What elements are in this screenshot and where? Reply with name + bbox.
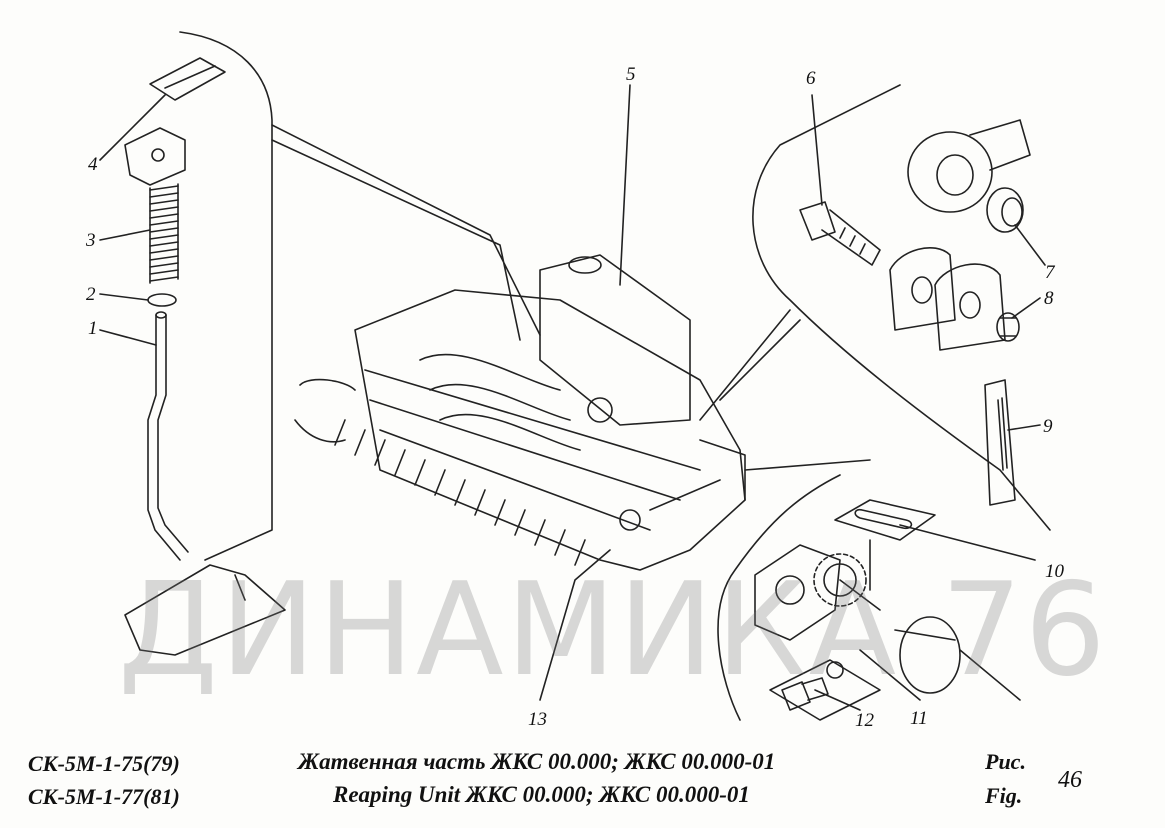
callout-6: 6: [806, 68, 816, 89]
callout-11: 11: [910, 708, 928, 729]
lower-right-outline: [717, 474, 841, 721]
hub-top: [907, 119, 1031, 213]
part-10-key: [834, 499, 936, 591]
callout-9-leader: [1007, 424, 1041, 431]
callout-2: 2: [86, 284, 96, 305]
watermark-text: ДИНАМИКА 76: [118, 556, 1108, 705]
model-line-2: СК-5М-1-77(81): [28, 784, 180, 809]
figure-number: 46: [1058, 767, 1082, 793]
right-detail-outline: [752, 84, 1051, 531]
sprocket-assembly: [754, 544, 881, 641]
lower-right-leader: [744, 459, 871, 471]
callout-10: 10: [1045, 561, 1065, 582]
callout-6-leader: [811, 94, 823, 206]
model-line-1: СК-5М-1-75(79): [28, 751, 180, 776]
part-9-cotter-pin: [984, 379, 1016, 506]
callout-2-leader: [99, 293, 149, 301]
callout-8: 8: [1044, 288, 1054, 309]
part-11-joint: [826, 616, 1021, 701]
part-8-castle-nut: [996, 312, 1020, 342]
callout-13: 13: [528, 709, 547, 730]
callout-1: 1: [88, 318, 98, 339]
callout-9: 9: [1043, 416, 1053, 437]
title-english: Reaping Unit ЖКС 00.000; ЖКС 00.000-01: [333, 782, 750, 807]
callout-8-leader: [1011, 297, 1041, 319]
callout-3: 3: [85, 230, 96, 251]
callout-1-leader: [99, 329, 157, 346]
mounting-plate-1: [889, 246, 956, 331]
part-4-pin-bracket: [124, 57, 226, 186]
callout-12: 12: [855, 710, 875, 731]
callout-labels: 1 2 3 4 5 6 7 8 9 10 11 12 13: [85, 64, 1065, 731]
callout-3-leader: [99, 229, 151, 241]
callout-12-leader: [814, 689, 861, 711]
title-russian: Жатвенная часть ЖКС 00.000; ЖКС 00.000-0…: [298, 749, 776, 774]
mounting-plate-2: [934, 263, 1006, 351]
part-7-bushing: [986, 187, 1024, 233]
callout-4-leader: [99, 94, 166, 161]
callout-7: 7: [1045, 262, 1056, 283]
callout-7-leader: [1014, 224, 1046, 266]
figure-label-english: Fig.: [985, 783, 1023, 808]
callout-10-leader: [899, 524, 1036, 561]
left-leader-lines: [271, 124, 541, 341]
right-leader-lines: [699, 309, 801, 421]
figure-label-russian: Рис.: [985, 749, 1026, 774]
part-3-spring: [149, 183, 179, 284]
part-12-grease-fitting: [769, 659, 881, 721]
callout-11-leader: [859, 649, 921, 701]
reaping-unit-header: [294, 254, 746, 571]
part-1-rod: [147, 311, 189, 561]
left-detail-outline: [179, 31, 273, 561]
part-2-washer: [147, 293, 177, 307]
part-6-bolt: [799, 201, 881, 266]
callout-4: 4: [88, 154, 98, 175]
left-mount-bracket: [124, 564, 286, 656]
callout-5: 5: [626, 64, 636, 85]
part-13-leader: [539, 549, 611, 701]
callout-5-leader: [619, 84, 631, 286]
